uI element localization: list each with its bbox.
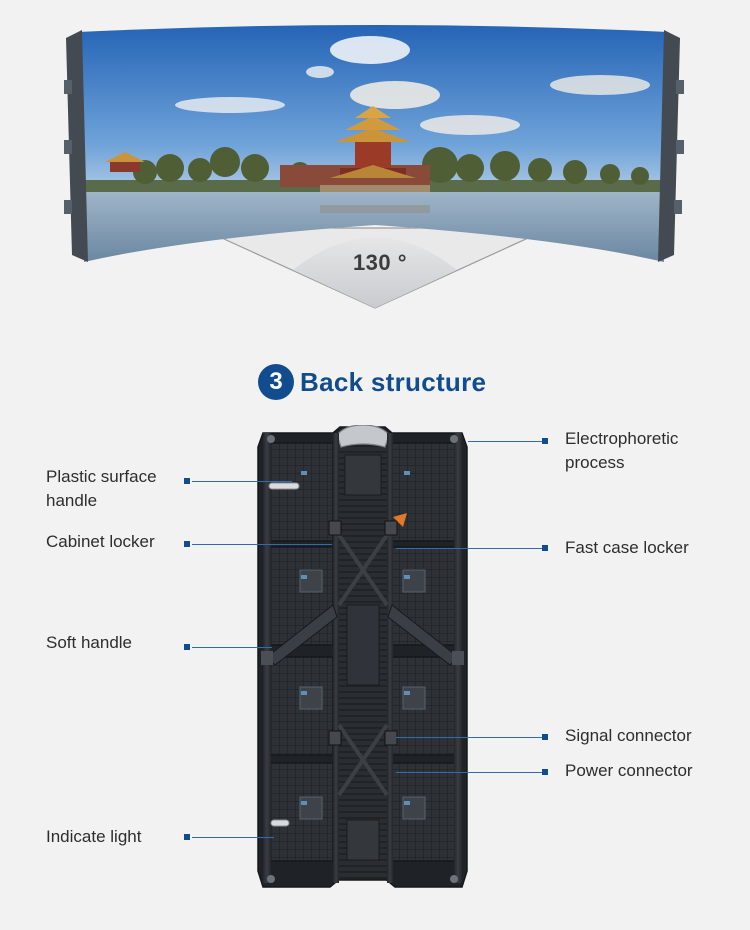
- angle-arc: [293, 237, 457, 308]
- callout-indicate-light: Indicate light: [46, 825, 141, 849]
- callout-bullet: [542, 769, 548, 775]
- section-title: 3 Back structure: [258, 360, 486, 404]
- callout-label: Plastic surface: [46, 467, 157, 486]
- callout-electrophoretic-process: Electrophoretic process: [565, 427, 678, 475]
- callout-power-connector: Power connector: [565, 759, 693, 783]
- callout-leader-line: [468, 441, 542, 442]
- callout-leader-line: [192, 481, 292, 482]
- callout-bullet: [542, 438, 548, 444]
- callout-label: Fast case locker: [565, 538, 689, 557]
- callout-bullet: [184, 834, 190, 840]
- callout-label: Signal connector: [565, 726, 692, 745]
- callout-soft-handle: Soft handle: [46, 631, 132, 655]
- callout-label: Indicate light: [46, 827, 142, 846]
- callout-fast-case-locker: Fast case locker: [565, 536, 689, 560]
- callout-plastic-surface-handle: Plastic surface handle: [46, 465, 157, 513]
- screen-image: [78, 25, 668, 262]
- callout-bullet: [542, 545, 548, 551]
- callout-label: Power connector: [565, 761, 693, 780]
- callout-label: process: [565, 453, 625, 472]
- curved-screen-graphic: [64, 25, 684, 309]
- callout-label: Cabinet locker: [46, 532, 155, 551]
- section-title-text: Back structure: [300, 366, 487, 397]
- callout-leader-line: [192, 544, 332, 545]
- callout-label: Electrophoretic: [565, 429, 679, 448]
- viewing-angle-label: 130 °: [352, 250, 408, 275]
- callout-bullet: [542, 734, 548, 740]
- callout-signal-connector: Signal connector: [565, 724, 692, 748]
- callout-bullet: [184, 541, 190, 547]
- callout-leader-line: [192, 647, 272, 648]
- callout-leader-line: [396, 548, 542, 549]
- callout-leader-line: [192, 837, 274, 838]
- callout-bullet: [184, 644, 190, 650]
- section-number-badge: 3: [258, 364, 294, 400]
- callout-label: handle: [46, 491, 98, 510]
- callout-label: Soft handle: [46, 633, 133, 652]
- callout-leader-line: [396, 772, 542, 773]
- curved-screen-illustration: 130 °: [0, 0, 750, 330]
- callout-leader-line: [396, 737, 542, 738]
- callout-cabinet-locker: Cabinet locker: [46, 530, 155, 554]
- pavilion: [330, 106, 416, 178]
- cabinet-back-illustration: [257, 425, 468, 888]
- callout-bullet: [184, 478, 190, 484]
- top-handle: [336, 425, 390, 448]
